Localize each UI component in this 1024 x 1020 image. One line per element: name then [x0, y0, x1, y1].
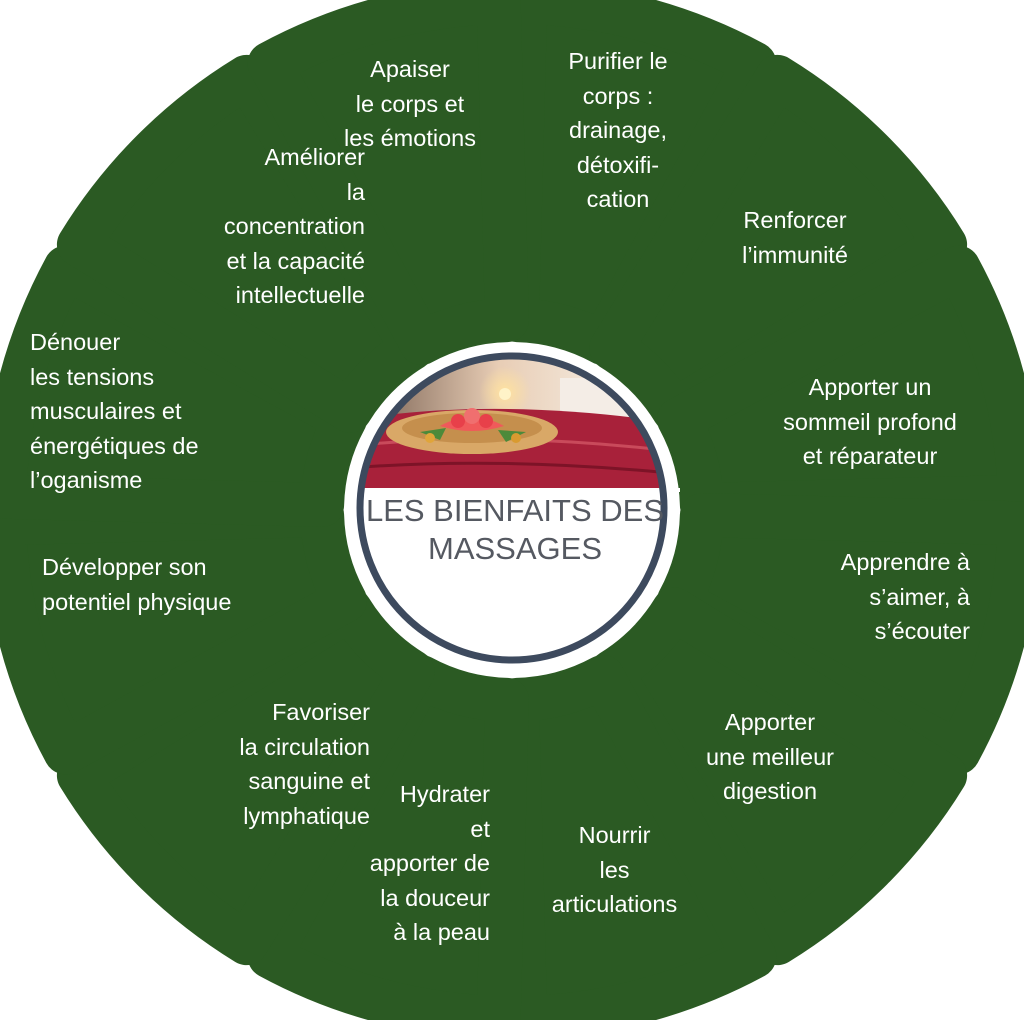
benefit-label-line: énergétiques de	[30, 432, 199, 459]
title-line-1: LES BIENFAITS DES	[365, 493, 665, 528]
benefit-label-line: Favoriser	[272, 699, 370, 725]
benefit-label-line: concentration	[223, 213, 365, 239]
petal-3	[657, 245, 1024, 527]
benefit-label-line: articulations	[551, 891, 678, 917]
petal-2	[589, 54, 968, 433]
benefit-label-line: musculaires et	[30, 398, 182, 424]
benefit-label-line: Purifier le	[568, 48, 668, 74]
benefit-label-3: Renforcer l’immunité	[700, 203, 890, 272]
benefit-label-line: Apaiser	[370, 56, 450, 82]
benefit-label-line: Hydrater	[399, 781, 490, 807]
benefit-label-line: digestion	[722, 778, 818, 804]
benefit-label-line: Nourrir	[578, 822, 651, 848]
petal-6	[495, 655, 777, 1020]
benefit-label-2: Purifier le corps : drainage, détoxifi-cati…	[548, 44, 688, 217]
benefit-label-7: Nourrir les articulations	[532, 818, 697, 922]
petal-9	[0, 493, 367, 775]
benefit-label-line: les tensions	[30, 363, 155, 390]
benefit-label-line: et	[470, 815, 490, 842]
benefit-label-line: le corps et	[355, 90, 465, 117]
center-ring	[356, 352, 668, 664]
benefit-label-line: apporter de	[369, 850, 490, 876]
benefit-label-line: et la capacité	[226, 247, 365, 274]
benefit-label-line: lymphatique	[243, 802, 370, 829]
petal-8	[56, 587, 435, 966]
benefit-label-line: potentiel physique	[42, 588, 232, 615]
petal-5	[589, 587, 968, 966]
benefit-label-5: Apprendre à s’aimer, à s’écouter	[790, 545, 970, 649]
benefit-label-11: Dénouer les tensions musculaires et énergét…	[30, 325, 230, 498]
benefit-label-8: Hydrater et apporter de la douceur à la peau	[335, 777, 490, 950]
benefit-label-12: Améliorer la concentration et la capacité in…	[140, 140, 365, 313]
page-title: LES BIENFAITS DES MASSAGES	[365, 492, 665, 568]
benefit-label-line: sommeil profond	[783, 408, 957, 435]
benefit-label-line: l’oganisme	[30, 467, 143, 493]
benefit-label-9: Favoriser la circulation sanguine et lympha…	[120, 695, 370, 833]
benefit-label-line: l’immunité	[742, 241, 848, 268]
petal-11	[56, 54, 435, 433]
petal-10	[0, 245, 367, 527]
benefit-label-line: Développer son	[42, 554, 207, 580]
benefit-label-line: Dénouer	[30, 329, 121, 355]
benefit-label-line: sanguine et	[248, 768, 370, 794]
benefit-label-line: les	[599, 856, 630, 883]
benefit-label-4: Apporter un sommeil profond et réparateur	[760, 370, 980, 474]
benefit-label-line: Apporter	[724, 709, 816, 735]
benefit-label-line: détoxifi-	[576, 151, 660, 178]
petal-1	[495, 0, 777, 365]
benefit-label-line: corps :	[582, 82, 654, 109]
benefit-label-line: la	[346, 178, 365, 205]
benefit-label-line: s’aimer, à	[869, 583, 970, 610]
benefit-label-line: Apporter un	[808, 374, 932, 400]
benefit-label-line: Améliorer	[264, 144, 365, 170]
petal-4	[657, 493, 1024, 775]
benefit-label-line: et réparateur	[802, 443, 938, 469]
petal-7	[247, 655, 529, 1020]
benefit-label-line: une meilleur	[705, 743, 834, 770]
benefit-label-line: à la peau	[393, 919, 490, 945]
benefit-label-line: Renforcer	[743, 207, 847, 233]
benefit-label-line: la douceur	[380, 884, 490, 911]
benefit-label-line: s’écouter	[874, 618, 970, 644]
benefit-label-line: Apprendre à	[840, 549, 970, 575]
benefit-label-line: drainage,	[569, 117, 667, 143]
benefit-label-line: la circulation	[239, 733, 370, 760]
benefit-label-line: cation	[586, 186, 650, 212]
petal-12	[247, 0, 529, 365]
benefit-label-10: Développer son potentiel physique	[42, 550, 292, 619]
benefit-label-line: les émotions	[344, 125, 476, 151]
benefit-label-line: intellectuelle	[235, 282, 365, 308]
benefit-label-6: Apporter une meilleur digestion	[680, 705, 860, 809]
title-line-2: MASSAGES	[428, 531, 602, 566]
benefit-label-1: Apaiser le corps et les émotions	[325, 52, 495, 156]
